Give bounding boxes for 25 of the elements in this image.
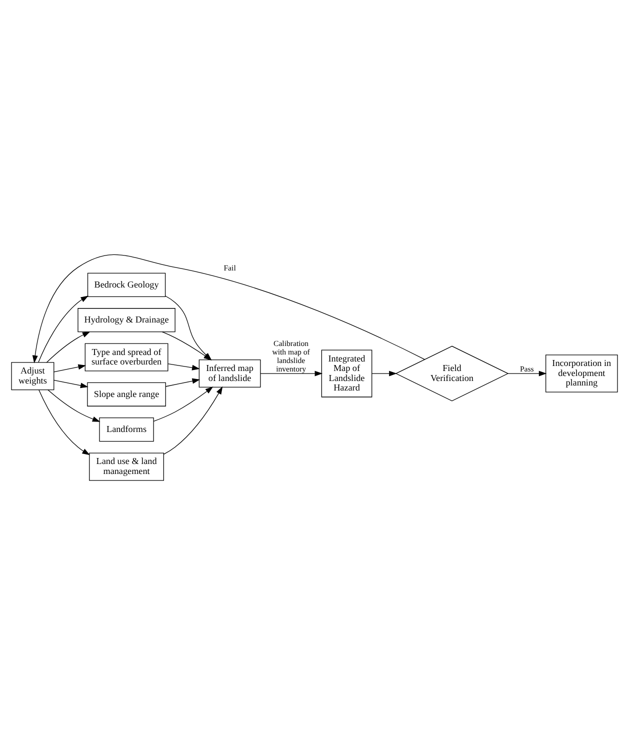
- arrow: [32, 254, 425, 363]
- node-box: Landforms: [99, 417, 154, 442]
- arrow: [168, 362, 200, 370]
- node-box: Type and spread of surface overburden: [84, 342, 168, 371]
- node-box: Slope angle range: [87, 382, 166, 406]
- node-box: Land use & land management: [89, 452, 164, 480]
- arrow: [372, 370, 397, 376]
- node-box: Integrated Map of Landslide Hazard: [321, 349, 372, 397]
- arrow: [54, 364, 86, 372]
- arrow: [260, 370, 323, 376]
- arrow: [153, 386, 214, 422]
- arrow: [54, 379, 88, 388]
- node-diamond: Field Verification: [395, 345, 509, 401]
- node-box: Bedrock Geology: [87, 272, 166, 296]
- arrow: [48, 389, 100, 422]
- arrow: [38, 389, 90, 455]
- arrow: [165, 378, 200, 386]
- node-box: Incorporation in development planning: [545, 354, 618, 392]
- arrow: [46, 331, 90, 362]
- node-box: Hydrology & Drainage: [78, 308, 176, 332]
- arrow: [38, 295, 89, 362]
- arrow: [508, 370, 547, 376]
- node-box: Adjust weights: [11, 362, 54, 390]
- arrow: [163, 386, 223, 454]
- node-box: Inferred map of landslide: [198, 359, 261, 388]
